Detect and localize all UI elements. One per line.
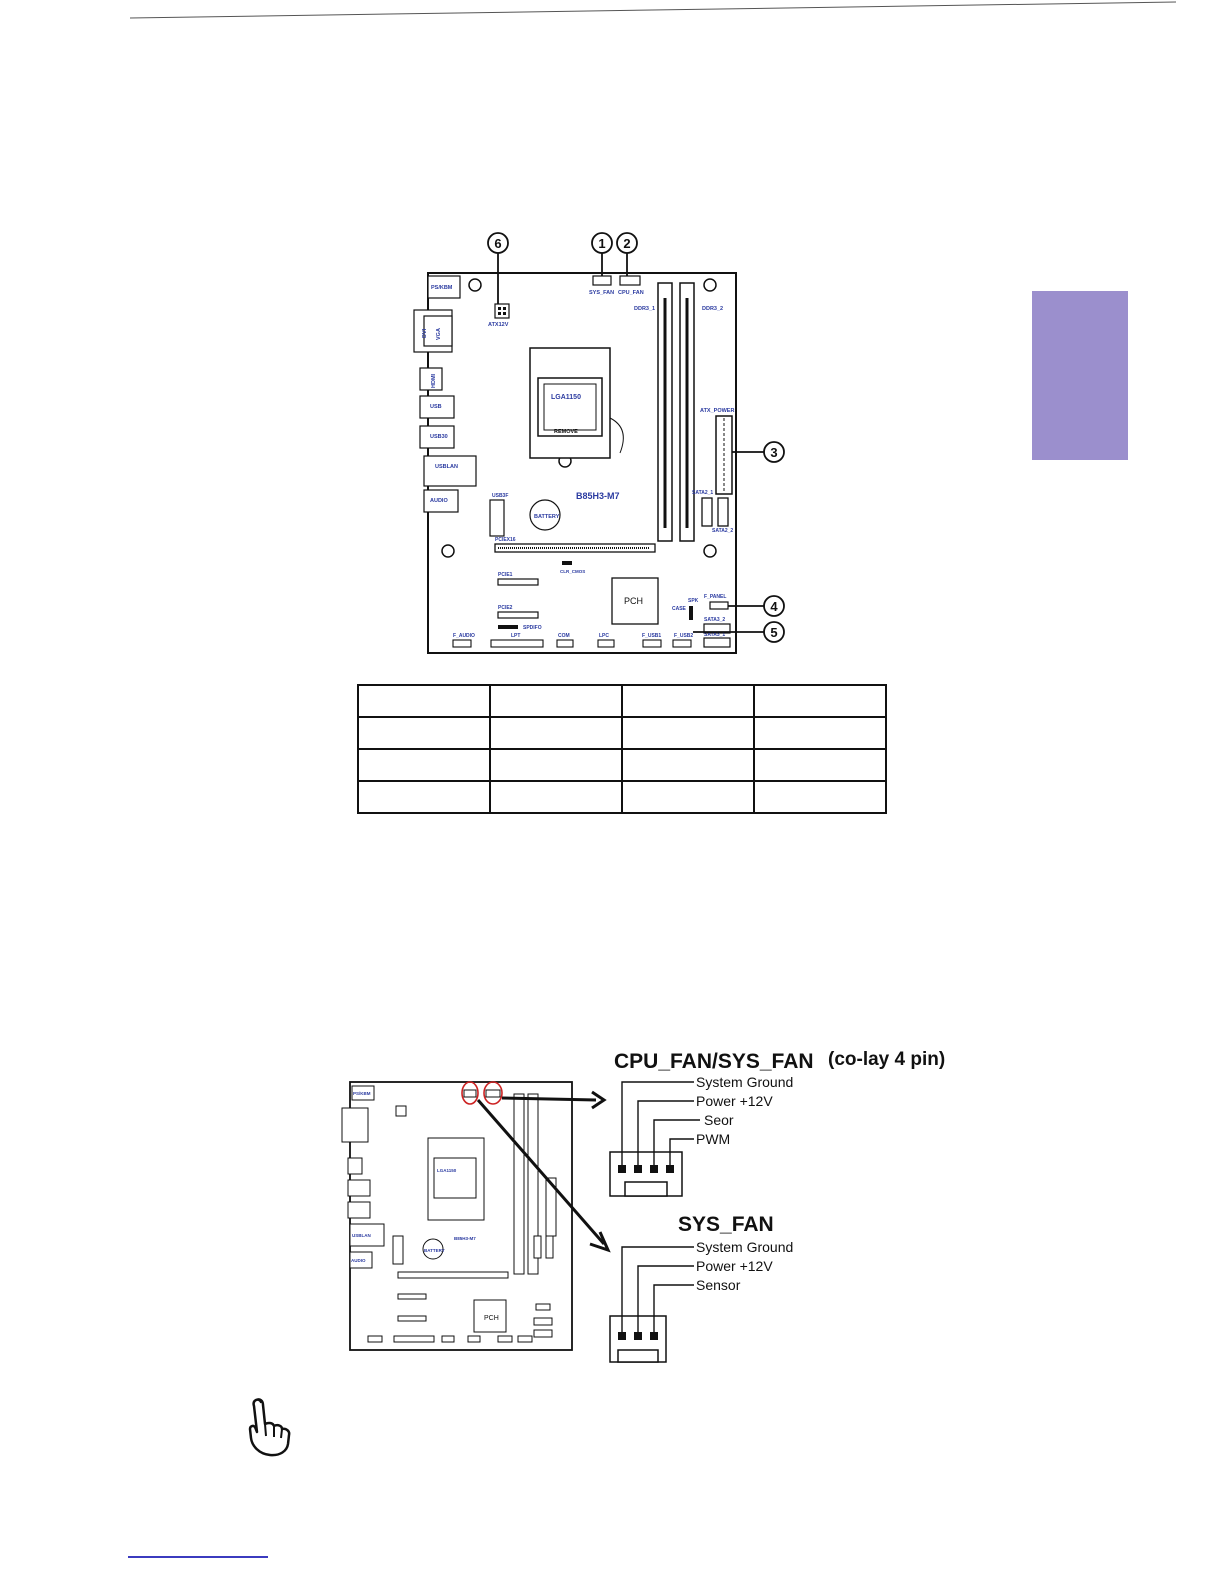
mini-socket-label: LGA1150	[437, 1168, 457, 1173]
atx-power-label: ATX_POWER	[700, 408, 734, 414]
chapter-side-tab	[1032, 291, 1128, 460]
callout-6: 6	[494, 236, 501, 251]
pch-label: PCH	[624, 596, 643, 606]
arrow-right-icon	[591, 1090, 607, 1110]
sys-fan-label: SYS_FAN	[589, 290, 614, 296]
pointing-hand-icon	[248, 1398, 291, 1457]
mini-audio-label: AUDIO	[351, 1258, 366, 1263]
sata3-1-label: SATA3_1	[704, 632, 725, 638]
callout-1: 1	[598, 236, 605, 251]
callout-3: 3	[770, 445, 777, 460]
pciex16-label: PCIEX16	[495, 537, 516, 543]
fan-4pin-pin4: PWM	[696, 1131, 730, 1147]
fan-connector-figure: PS/KBM LGA1150 USBLAN AUDIO B85H3-M7 BAT…	[338, 1040, 978, 1370]
table-cell	[489, 748, 623, 782]
fan-4pin-pin1: System Ground	[696, 1074, 793, 1090]
table-cell	[357, 780, 491, 814]
fan-3pin-pin2: Power +12V	[696, 1258, 773, 1274]
pcie1-label: PCIE1	[498, 572, 513, 578]
lpt-label: LPT	[511, 633, 520, 639]
ddr3-2-label: DDR3_2	[702, 306, 723, 312]
arrow-down-right-icon	[589, 1231, 611, 1253]
callout-5: 5	[770, 625, 777, 640]
fan-4pin-pin3: Seor	[704, 1112, 734, 1128]
table-cell	[357, 748, 491, 782]
table-row	[357, 780, 887, 814]
usblan-label: USBLAN	[435, 464, 458, 470]
atx12v-label: ATX12V	[488, 322, 509, 328]
com-label: COM	[558, 633, 570, 639]
table-cell	[357, 716, 491, 750]
fan-4pin-pin2: Power +12V	[696, 1093, 773, 1109]
cpu-socket-label: LGA1150	[551, 394, 581, 401]
fan-4pin-suffix: (co-lay 4 pin)	[828, 1049, 945, 1070]
table-cell	[753, 780, 887, 814]
fan-3pin-pin3: Sensor	[696, 1277, 741, 1293]
spdifo-label: SPDIFO	[523, 625, 542, 631]
table-row	[357, 684, 887, 718]
usb3-label: USB	[430, 404, 442, 410]
table-cell	[621, 684, 755, 718]
f-usb1-label: F_USB1	[642, 633, 661, 639]
ddr3-1-label: DDR3_1	[634, 306, 655, 312]
mini-ps2-label: PS/KBM	[353, 1091, 371, 1096]
board-model: B85H3-M7	[576, 491, 620, 501]
table-cell	[621, 780, 755, 814]
usb3f-label: USB3F	[492, 493, 508, 499]
footer-rule	[128, 1556, 268, 1558]
lpc-label: LPC	[599, 633, 609, 639]
callout-4: 4	[770, 599, 778, 614]
audio-label: AUDIO	[430, 498, 448, 504]
motherboard-diagram: PS/KBM DVI VGA HDMI USB USB30 USBLAN AUD…	[380, 228, 800, 660]
pcie2-label: PCIE2	[498, 605, 513, 611]
f-panel-label: F_PANEL	[704, 594, 726, 600]
cpu-fan-highlight	[483, 1081, 503, 1105]
table-cell	[621, 748, 755, 782]
remove-label: REMOVE	[554, 429, 578, 435]
callout-2: 2	[623, 236, 630, 251]
dvi-label: DVI	[422, 328, 428, 338]
table-row	[357, 748, 887, 782]
mini-usblan-label: USBLAN	[352, 1233, 371, 1238]
f-audio-label: F_AUDIO	[453, 633, 475, 639]
ps2-label: PS/KBM	[431, 285, 453, 291]
cpu-fan-label: CPU_FAN	[618, 290, 644, 296]
mini-pch-label: PCH	[484, 1315, 499, 1322]
table-cell	[753, 748, 887, 782]
table-cell	[753, 684, 887, 718]
sata2-1-label: SATA2_1	[692, 490, 713, 496]
fan-3pin-pin1: System Ground	[696, 1239, 793, 1255]
mini-model-label: B85H3-M7	[454, 1236, 476, 1241]
clr-cmos-label: CLR_CMOS	[560, 569, 585, 574]
sata3-2-label: SATA3_2	[704, 617, 725, 623]
case-label: CASE	[672, 606, 687, 612]
f-usb2-label: F_USB2	[674, 633, 693, 639]
spk-label: SPK	[688, 598, 699, 604]
table-row	[357, 716, 887, 750]
hdmi-label: HDMI	[431, 373, 437, 388]
table-cell	[489, 716, 623, 750]
table-cell	[489, 684, 623, 718]
fan-4pin-title: CPU_FAN/SYS_FAN	[614, 1050, 814, 1073]
top-rule	[130, 1, 1176, 19]
table-cell	[753, 716, 887, 750]
usb30-label: USB30	[430, 434, 448, 440]
connector-table	[357, 684, 887, 814]
table-cell	[489, 780, 623, 814]
battery-label: BATTERY	[534, 514, 560, 520]
sata2-2-label: SATA2_2	[712, 528, 733, 534]
table-cell	[357, 684, 491, 718]
vga-label: VGA	[436, 328, 442, 340]
mini-battery-label: BATTERY	[424, 1248, 445, 1253]
table-cell	[621, 716, 755, 750]
fan-3pin-title: SYS_FAN	[678, 1213, 774, 1236]
sys-fan-highlight	[461, 1081, 479, 1105]
